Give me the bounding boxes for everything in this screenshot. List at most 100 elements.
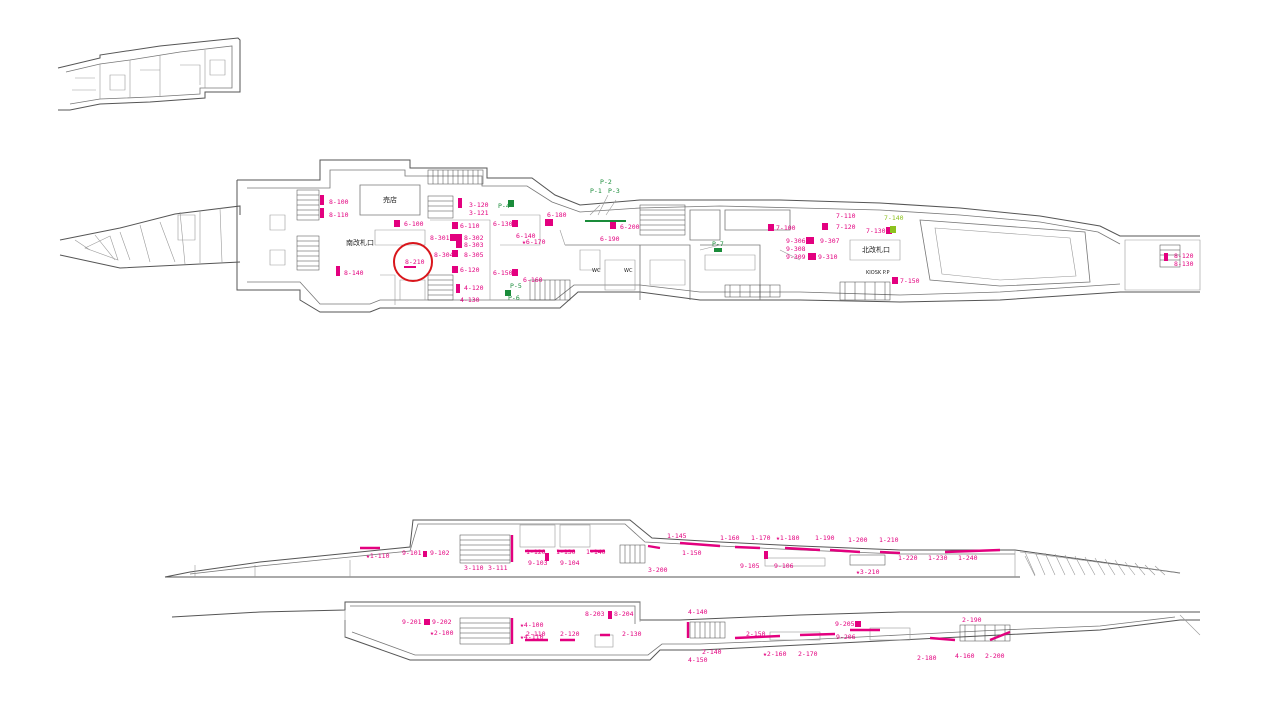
- map-label: 8-110: [329, 211, 349, 219]
- map-label: 6-200: [620, 223, 640, 231]
- map-label: 6-150: [493, 269, 513, 277]
- map-label: 7-140: [884, 214, 904, 222]
- map-label: 7-120: [836, 223, 856, 231]
- map-marker: [610, 222, 616, 229]
- map-label: 6-120: [460, 266, 480, 274]
- map-label: ★1-110: [366, 552, 390, 560]
- map-marker: [855, 621, 861, 627]
- wc-label-2: WC: [624, 268, 633, 274]
- map-marker: [456, 284, 460, 293]
- map-label: 2-170: [798, 650, 818, 658]
- concourse-lightgreen-label-group: 7-140: [884, 214, 904, 233]
- map-label: 6-160: [523, 276, 543, 284]
- concourse-level: 売店 南改札口 北改札口 WC WC KIOSK P.P 8-1008-1108…: [59, 159, 1201, 313]
- map-label: ★4-100: [520, 621, 544, 629]
- upper-building-outline: [57, 37, 241, 111]
- map-label: 3-110: [464, 564, 484, 572]
- map-label: 8-130: [1174, 260, 1194, 268]
- map-label: P-4: [498, 202, 510, 210]
- kiosk-label: KIOSK P.P: [866, 270, 890, 276]
- map-label: ★1-180: [776, 534, 800, 542]
- map-marker: [512, 220, 518, 227]
- map-label: 8-204: [614, 610, 634, 618]
- map-label: ★2-160: [763, 650, 787, 658]
- map-label: P-6: [508, 294, 520, 302]
- map-label: ★6-170: [522, 238, 546, 246]
- map-label: 9-307: [820, 237, 840, 245]
- map-marker: [808, 253, 816, 260]
- shop-label: 売店: [383, 195, 397, 204]
- map-marker: [404, 266, 416, 268]
- map-label: 9-206: [836, 633, 856, 641]
- map-marker: [452, 266, 458, 273]
- map-label: 1-140: [586, 548, 606, 556]
- south-gate-label: 南改札口: [346, 238, 374, 247]
- map-label: 6-100: [404, 220, 424, 228]
- map-label: 8-304: [434, 251, 454, 259]
- highlight-circle: [393, 242, 433, 282]
- map-marker: [320, 195, 324, 205]
- map-marker: [336, 266, 340, 276]
- map-label: 9-306: [786, 237, 806, 245]
- map-label: 9-205: [835, 620, 855, 628]
- map-label: 2-120: [560, 630, 580, 638]
- map-marker: [806, 237, 814, 244]
- map-label: 2-200: [985, 652, 1005, 660]
- map-label: 9-202: [432, 618, 452, 626]
- map-marker: [456, 241, 462, 248]
- map-label: 9-101: [402, 549, 422, 557]
- map-label: 8-301: [430, 234, 450, 242]
- map-marker: [890, 226, 896, 233]
- map-label: P-1: [590, 187, 602, 195]
- map-marker: [764, 551, 768, 559]
- map-label: 1-230: [928, 554, 948, 562]
- map-label: 9-309: [786, 253, 806, 261]
- map-marker: [394, 220, 400, 227]
- map-label: 1-130: [556, 548, 576, 556]
- map-label: 6-140: [516, 232, 536, 240]
- map-label: 9-308: [786, 245, 806, 253]
- map-label: 8-305: [464, 251, 484, 259]
- map-marker: [714, 248, 722, 252]
- map-label: 2-190: [962, 616, 982, 624]
- map-label: 1-200: [848, 536, 868, 544]
- map-label: P-7: [712, 240, 724, 248]
- wc-label-1: WC: [592, 268, 601, 274]
- map-label: 9-103: [528, 559, 548, 567]
- map-label: 4-130: [460, 296, 480, 304]
- map-marker: [456, 234, 462, 241]
- map-label: 6-110: [460, 222, 480, 230]
- map-label: 3-120: [469, 201, 489, 209]
- map-label: 9-104: [560, 559, 580, 567]
- map-marker: [892, 277, 898, 284]
- map-label: 7-110: [836, 212, 856, 220]
- north-gate-label: 北改札口: [862, 245, 890, 254]
- map-label: P-5: [510, 282, 522, 290]
- map-label: 8-210: [405, 258, 425, 266]
- map-label: 1-190: [815, 534, 835, 542]
- map-label: 4-120: [464, 284, 484, 292]
- map-label: 1-210: [879, 536, 899, 544]
- map-label: 1-220: [898, 554, 918, 562]
- map-label: 8-140: [344, 269, 364, 277]
- concourse-green-label-group: P-1P-2P-3P-4P-5P-6P-7: [498, 178, 724, 302]
- map-marker: [512, 269, 518, 276]
- map-label: 8-120: [1174, 252, 1194, 260]
- map-marker: [423, 551, 427, 557]
- map-label: 2-140: [702, 648, 722, 656]
- map-label: 7-130: [866, 227, 886, 235]
- map-marker: [545, 553, 549, 561]
- map-label: ★3-210: [856, 568, 880, 576]
- map-label: 2-150: [746, 630, 766, 638]
- map-label: P-2: [600, 178, 612, 186]
- map-label: 1-160: [720, 534, 740, 542]
- map-label: 3-111: [488, 564, 508, 572]
- map-marker: [886, 227, 892, 234]
- map-label: 4-160: [955, 652, 975, 660]
- map-label: 3-200: [648, 566, 668, 574]
- map-marker: [608, 611, 612, 619]
- map-label: 9-106: [774, 562, 794, 570]
- map-label: 2-130: [622, 630, 642, 638]
